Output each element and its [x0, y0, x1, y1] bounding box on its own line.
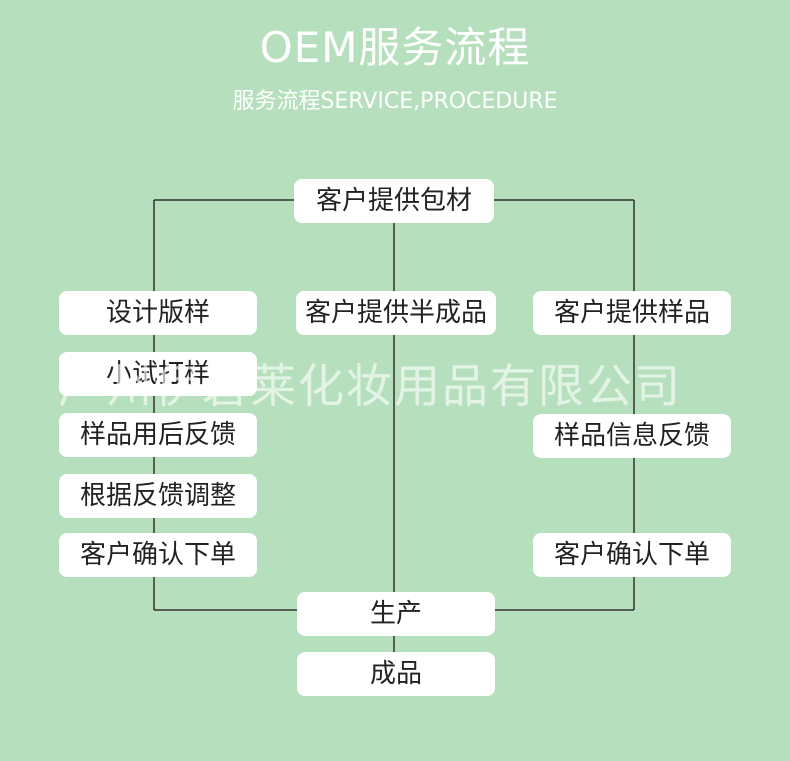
- step-client-packaging: 客户提供包材: [294, 179, 494, 223]
- step-left-2: 小试打样: [59, 352, 257, 396]
- step-left-3: 样品用后反馈: [59, 413, 257, 457]
- step-right-2: 样品信息反馈: [533, 414, 731, 458]
- step-left-1: 设计版样: [59, 291, 257, 335]
- step-left-5: 客户确认下单: [59, 533, 257, 577]
- step-left-4: 根据反馈调整: [59, 474, 257, 518]
- step-finished-product: 成品: [297, 652, 495, 696]
- step-center-semifinished: 客户提供半成品: [296, 291, 496, 335]
- step-production: 生产: [297, 592, 495, 636]
- page-subtitle: 服务流程SERVICE,PROCEDURE: [232, 89, 558, 114]
- step-right-3: 客户确认下单: [533, 533, 731, 577]
- page-title: OEM服务流程: [259, 23, 531, 72]
- step-right-1: 客户提供样品: [533, 291, 731, 335]
